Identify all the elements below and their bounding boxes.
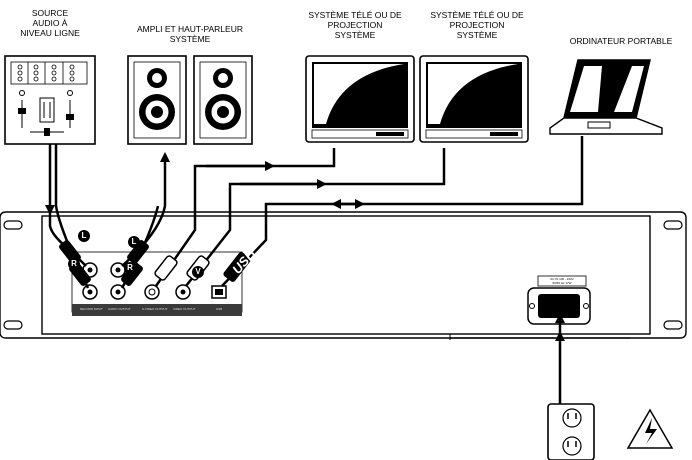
mounting-hole	[3, 320, 23, 330]
laptop-icon	[549, 59, 663, 135]
power-inlet	[527, 275, 591, 325]
jack-video-output	[175, 284, 191, 300]
port-label-video-output: VIDEO OUTPUT	[173, 307, 196, 311]
jack-audio-output	[110, 262, 126, 300]
jack-record-input	[82, 262, 98, 300]
port-label-audio-output: AUDIO OUTPUT	[108, 307, 131, 311]
cable-s-video	[154, 148, 336, 287]
source-mixer-icon	[4, 55, 96, 145]
rca-right-badge: R	[68, 258, 80, 270]
label-laptop: ORDINATEUR PORTABLE	[569, 36, 673, 46]
speaker-right-icon	[193, 55, 253, 145]
port-usb	[211, 285, 227, 299]
power-rating-line-1: AC IN 100 - 240V	[550, 277, 574, 281]
high-voltage-warning-icon	[626, 408, 674, 449]
port-label-s-video-output: S-VIDEO OUTPUT	[142, 307, 168, 311]
wall-outlet-icon	[547, 403, 595, 460]
cable-usb	[221, 136, 584, 287]
connector-strip-outline	[71, 251, 243, 313]
mounting-hole	[663, 320, 683, 330]
mounting-hole	[3, 220, 23, 230]
rca-left-badge: L	[78, 230, 90, 242]
power-rating-line-2: 50/60 Hz 17W	[552, 281, 572, 285]
port-label-record-input: RECORD INPUT	[80, 307, 103, 311]
mounting-hole	[663, 220, 683, 230]
connector-label-strip	[72, 304, 242, 316]
tv-1-icon	[305, 55, 415, 143]
speaker-left-icon	[127, 55, 187, 145]
rca-left-badge-amp: L	[128, 236, 140, 248]
rca-video-badge: V	[192, 266, 204, 278]
cables	[45, 130, 584, 412]
rack-unit	[0, 211, 687, 340]
port-label-usb: USB	[215, 307, 223, 311]
tv-2-icon	[419, 55, 529, 143]
rca-right-badge-amp: R	[124, 262, 136, 274]
cable-video	[185, 148, 446, 287]
jack-s-video-output	[144, 284, 160, 300]
